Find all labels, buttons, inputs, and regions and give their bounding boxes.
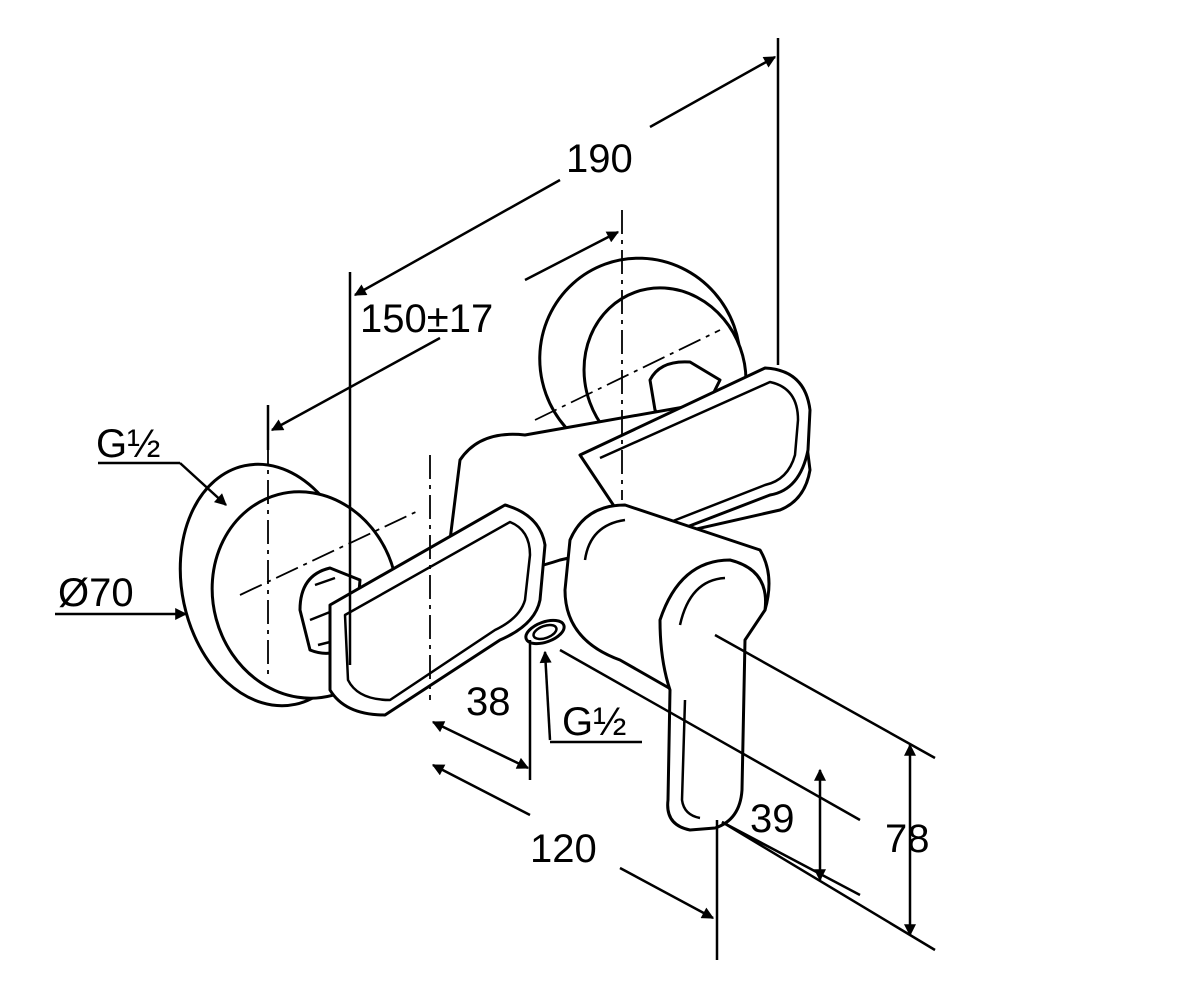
inlet-thread-label: G½ bbox=[96, 422, 160, 466]
right-arm bbox=[578, 366, 812, 547]
dim-78-label: 78 bbox=[885, 817, 930, 861]
diameter-label: Ø70 bbox=[58, 571, 134, 615]
dim-39-label: 39 bbox=[750, 797, 795, 841]
dimension-outlet-thread: G½ bbox=[539, 650, 642, 744]
dimension-diameter: Ø70 bbox=[55, 571, 188, 620]
dimension-39: 39 bbox=[559, 648, 861, 897]
left-arm bbox=[328, 503, 547, 717]
dimension-120: 120 bbox=[431, 763, 719, 960]
dim-150-label: 150±17 bbox=[360, 297, 493, 341]
dimension-38: 38 bbox=[431, 640, 532, 780]
dimension-78: 78 bbox=[714, 633, 936, 952]
outlet-thread-label: G½ bbox=[562, 700, 626, 744]
dimension-150: 150±17 bbox=[266, 230, 620, 450]
center-lines bbox=[239, 210, 721, 700]
outlet-connection bbox=[524, 618, 566, 646]
dimension-190: 190 bbox=[348, 38, 780, 665]
dim-120-label: 120 bbox=[530, 827, 597, 871]
cartridge-and-lever bbox=[563, 503, 771, 832]
dim-38-label: 38 bbox=[466, 680, 511, 724]
dim-190-label: 190 bbox=[566, 137, 633, 181]
dimension-inlet-thread: G½ bbox=[96, 422, 227, 506]
